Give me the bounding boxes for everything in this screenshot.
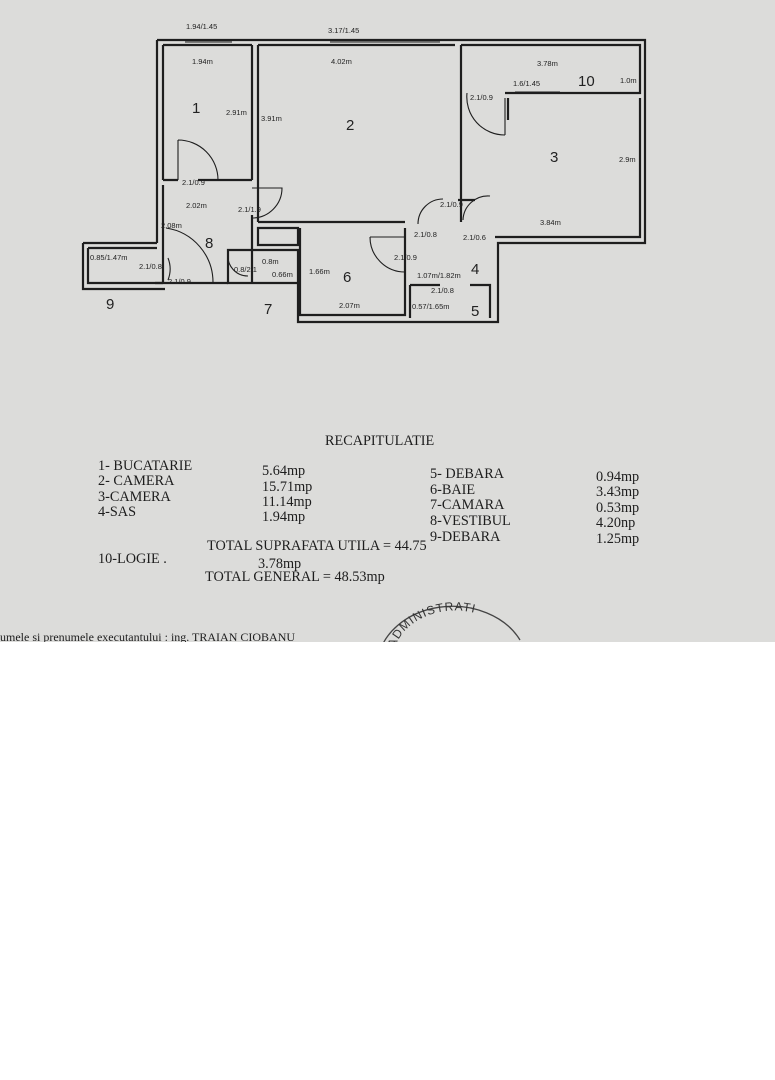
dim-label: 2.1/0.9	[470, 93, 493, 102]
door-r6	[369, 236, 406, 273]
room-number-3: 3	[550, 149, 558, 166]
dim-label: 2.07m	[339, 301, 360, 310]
dim-label: 0.85/1.47m	[90, 253, 128, 262]
room-number-7: 7	[264, 301, 272, 318]
room-number-4: 4	[471, 261, 479, 278]
svg-text:ADMINISTRATI: ADMINISTRATI	[385, 599, 478, 642]
dim-label: 1.0m	[620, 76, 637, 85]
dim-label: 3.84m	[540, 218, 561, 227]
dim-label: 1.94m	[192, 57, 213, 66]
dim-label: 2.1/0.9	[440, 200, 463, 209]
dimension-labels: 1.94/1.45 3.17/1.45 1.94m 2.91m 3.91m 4.…	[90, 22, 637, 311]
recap-room-area: 1.94mp	[262, 509, 306, 525]
dim-label: 1.6/1.45	[513, 79, 540, 88]
dim-label: 3.91m	[261, 114, 282, 123]
room-number-5: 5	[471, 303, 479, 320]
room-numbers: 1 2 3 4 5 6 7 8 9 10	[106, 73, 595, 320]
recap-room-area: 0.53mp	[596, 500, 640, 516]
recap-room-area: 4.20np	[596, 515, 636, 531]
dim-label: 4.02m	[331, 57, 352, 66]
door-r3	[466, 92, 506, 136]
total-general: TOTAL GENERAL = 48.53mp	[205, 569, 385, 585]
recap-room-name: 7-CAMARA	[430, 497, 505, 513]
recap-room-name: 5- DEBARA	[430, 466, 505, 482]
dim-label: 2.1/0.8	[431, 286, 454, 295]
dim-label: 0.57/1.65m	[412, 302, 450, 311]
door-swings	[165, 92, 506, 284]
dim-label: 3.17/1.45	[328, 26, 359, 35]
room-number-6: 6	[343, 269, 351, 286]
dim-label: 2.1/0.9	[394, 253, 417, 262]
dim-label: 2.08m	[161, 221, 182, 230]
door-entry	[165, 227, 214, 284]
dim-label: 2.1/0.8	[414, 230, 437, 239]
dim-label: 2.02m	[186, 201, 207, 210]
dim-label: 2.1/0.9	[182, 178, 205, 187]
dim-label: 2.1/1.9	[238, 205, 261, 214]
recap-room-name: 2- CAMERA	[98, 473, 175, 489]
recap-room-name: 9-DEBARA	[430, 529, 501, 545]
door-r4	[417, 195, 491, 225]
door-r1	[177, 139, 219, 181]
windows	[185, 41, 560, 93]
dim-label: 2.1/0.6	[463, 233, 486, 242]
logie-name: 10-LOGIE .	[98, 551, 167, 567]
dim-label: 1.94/1.45	[186, 22, 217, 31]
dim-label: 0.8/2.1	[234, 265, 257, 274]
room-number-1: 1	[192, 100, 200, 117]
recap-room-area: 11.14mp	[262, 494, 312, 510]
recap-room-name: 3-CAMERA	[98, 489, 171, 505]
recap-title: RECAPITULATIE	[325, 433, 435, 449]
stamp-text: ADMINISTRATI	[385, 599, 477, 642]
total-util: TOTAL SUPRAFATA UTILA = 44.75	[207, 538, 427, 554]
recap-room-area: 5.64mp	[262, 463, 306, 479]
recap-room-area: 3.43mp	[596, 484, 640, 500]
room-number-9: 9	[106, 296, 114, 313]
recap-room-area: 0.94mp	[596, 469, 640, 485]
recap-room-area: 15.71mp	[262, 479, 313, 495]
dim-label: 2.1/0.8	[139, 262, 162, 271]
recap-room-area: 1.25mp	[596, 531, 640, 547]
dim-label: 1.07m/1.82m	[417, 271, 461, 280]
dim-label: 2.91m	[226, 108, 247, 117]
recap-room-name: 6-BAIE	[430, 482, 476, 498]
dim-label: 2.1/0.9	[168, 277, 191, 286]
room-number-10: 10	[578, 73, 595, 90]
dim-label: 0.66m	[272, 270, 293, 279]
recap-room-name: 4-SAS	[98, 504, 137, 520]
dim-label: 0.8m	[262, 257, 279, 266]
room-number-2: 2	[346, 117, 354, 134]
executant-line: umele si prenumele executantului : ing. …	[0, 630, 296, 642]
room-number-8: 8	[205, 235, 213, 252]
door-r7	[227, 253, 249, 277]
dim-label: 1.66m	[309, 267, 330, 276]
door-r9	[167, 257, 171, 281]
logie-area: 3.78mp	[258, 556, 302, 572]
dim-label: 2.9m	[619, 155, 636, 164]
document-photo: 1 2 3 4 5 6 7 8 9 10 1.94/1.45 3.17/1.45…	[0, 0, 775, 642]
dim-label: 3.78m	[537, 59, 558, 68]
recap-room-name: 1- BUCATARIE	[98, 458, 193, 474]
administratie-stamp: ADMINISTRATI	[383, 599, 521, 642]
walls	[81, 38, 647, 324]
recap-room-name: 8-VESTIBUL	[430, 513, 511, 529]
door-r2	[251, 187, 283, 219]
floor-plan: 1 2 3 4 5 6 7 8 9 10 1.94/1.45 3.17/1.45…	[81, 22, 647, 642]
